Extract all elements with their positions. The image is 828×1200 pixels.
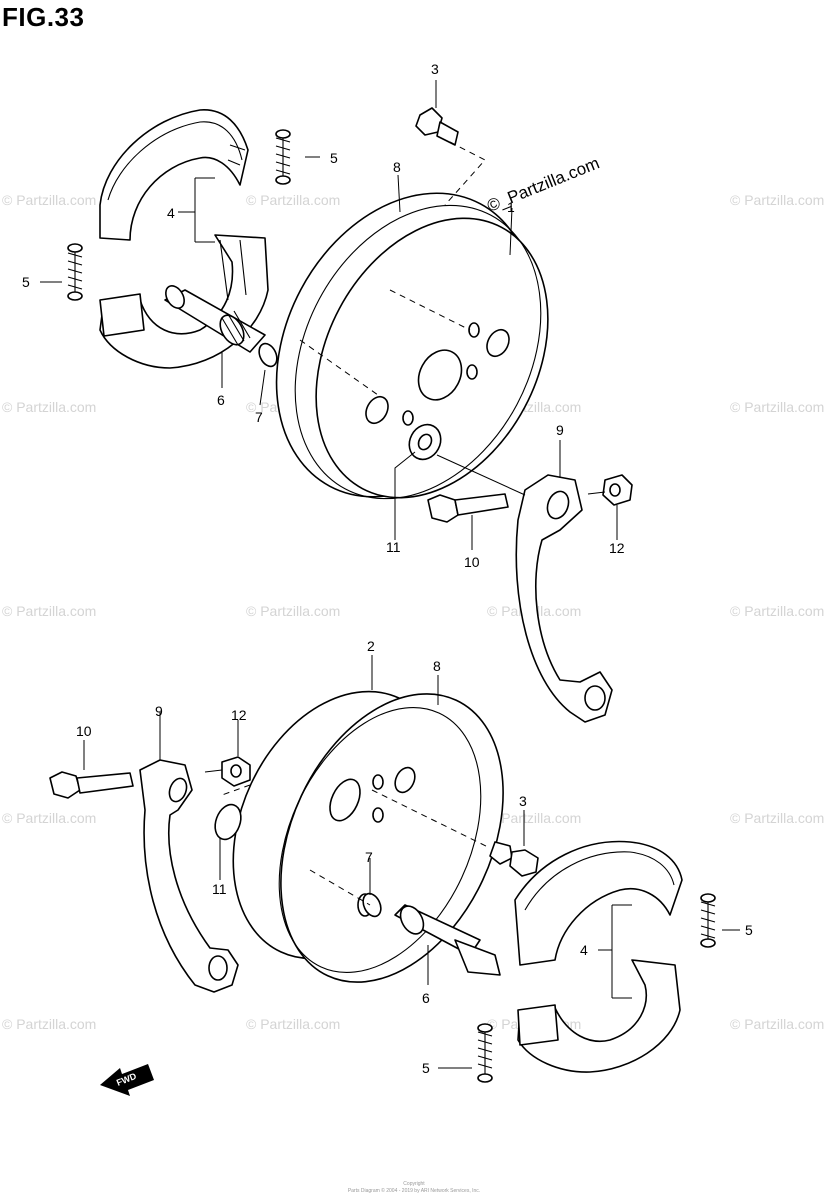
figure-title: FIG.33 [2,2,85,32]
callout-5: 5 [422,1060,430,1076]
nut-top [602,474,633,506]
brake-drum-bottom [232,690,504,983]
watermark: © Partzilla.com [246,603,340,619]
callout-3: 3 [431,61,439,77]
callout-7: 7 [365,849,373,865]
brake-lever-top [515,474,613,723]
callout-2: 2 [367,638,375,654]
callout-11: 11 [212,881,227,897]
callout-8: 8 [433,658,441,674]
watermark: © Partzilla.com [730,810,824,826]
callout-4: 4 [580,942,588,958]
camshaft-top [164,285,266,353]
callout-4: 4 [167,205,175,221]
callout-12: 12 [609,540,625,556]
spring-bottom-right [700,893,716,948]
callout-9: 9 [155,703,163,719]
brake-lever-bottom [139,759,239,993]
callout-9: 9 [556,422,564,438]
brake-panel-top [275,192,549,500]
lever-bolt-bottom [49,771,134,799]
washer-top [258,342,278,368]
callout-10: 10 [76,723,92,739]
callout-10: 10 [464,554,480,570]
brake-shoe-bottom-lower [517,959,681,1073]
camshaft-bottom [394,904,501,976]
spring-top-left [67,243,83,301]
brake-shoe-top-upper [99,109,249,241]
callouts: 3 5 8 1 4 5 6 7 9 11 10 12 2 8 9 12 10 3… [22,61,753,1076]
watermark: © Partzilla.com [2,810,96,826]
bolt-top [415,107,459,146]
watermark: © Partzilla.com [2,603,96,619]
watermark: © Partzilla.com [730,399,824,415]
watermark: © Partzilla.com [246,192,340,208]
lever-bolt-top [427,493,509,523]
fwd-arrow-icon: FWD [100,1064,154,1096]
watermark: © Partzilla.com [730,192,824,208]
leader-lines [40,80,740,1069]
callout-7: 7 [255,409,263,425]
watermark: © Partzilla.com [2,192,96,208]
callout-3: 3 [519,793,527,809]
callout-5: 5 [745,922,753,938]
watermark: © Partzilla.com [487,810,581,826]
footer-credit: Parts Diagram © 2004 - 2019 by ARI Netwo… [348,1187,480,1194]
bolt-bottom [489,841,539,877]
callout-1: 1 [507,199,515,215]
brake-shoe-bottom-upper [514,840,683,966]
callout-5: 5 [330,150,338,166]
watermark: © Partzilla.com [2,399,96,415]
watermark: © Partzilla.com [730,1016,824,1032]
watermark: © Partzilla.com [2,1016,96,1032]
watermark: © Partzilla.com [246,1016,340,1032]
washer-bottom-small [362,892,382,918]
partzilla-watermark: ©_Partzilla.com [484,153,602,215]
nut-bottom [221,756,251,787]
callout-5: 5 [22,274,30,290]
footer-copyright: Copyright [403,1181,425,1187]
spring-top-right [275,129,291,185]
callout-6: 6 [217,392,225,408]
callout-8: 8 [393,159,401,175]
spring-bottom-center [477,1023,493,1083]
callout-12: 12 [231,707,247,723]
washer-bottom [214,803,242,841]
callout-11: 11 [386,539,401,555]
callout-6: 6 [422,990,430,1006]
watermark: © Partzilla.com [730,603,824,619]
